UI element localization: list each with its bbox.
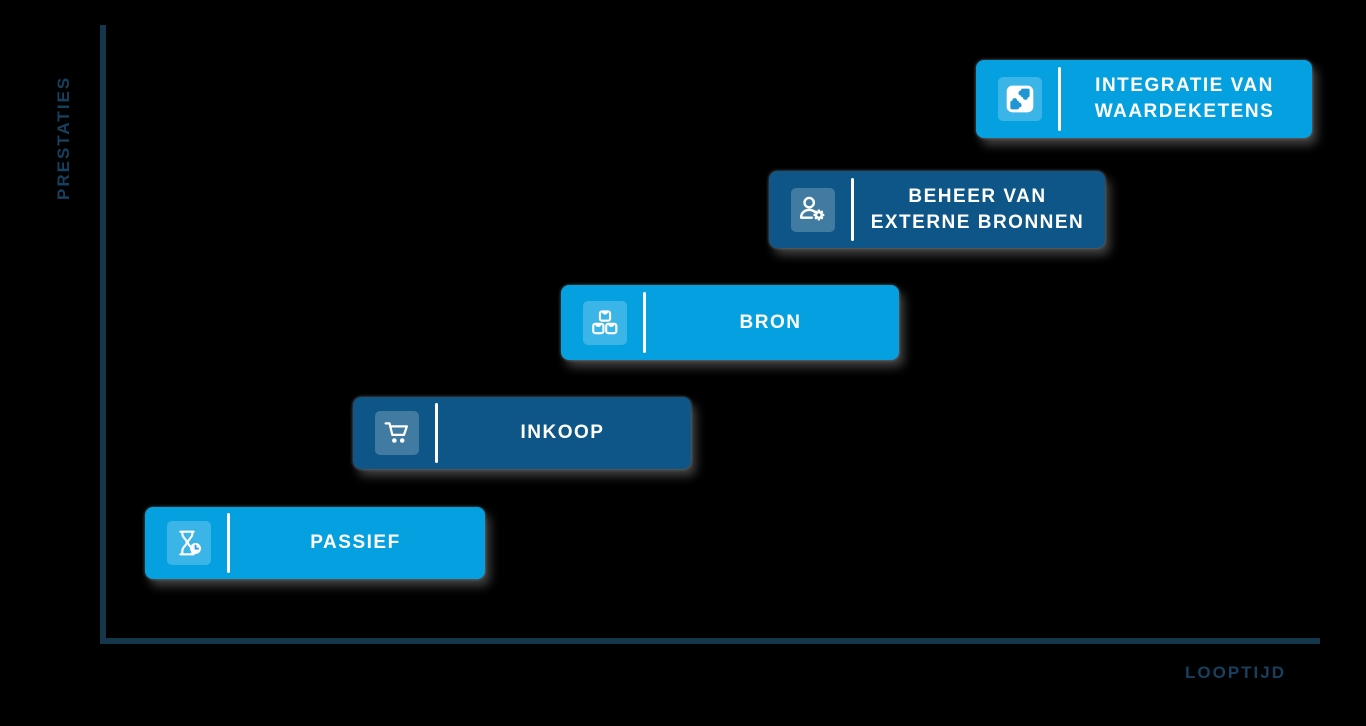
- step-label: BEHEER VAN EXTERNE BRONNEN: [870, 185, 1085, 233]
- step-bron: BRON: [561, 285, 899, 360]
- step-beheer-externe-bronnen: BEHEER VAN EXTERNE BRONNEN: [769, 171, 1105, 248]
- step-label: INKOOP: [520, 422, 605, 444]
- step-divider: [435, 403, 438, 463]
- step-divider: [643, 291, 646, 354]
- step-divider: [1058, 67, 1061, 131]
- shopping-cart-icon: [375, 411, 419, 455]
- y-axis-line: [100, 25, 106, 644]
- puzzle-integration-icon: [998, 77, 1042, 121]
- step-divider: [227, 513, 230, 573]
- y-axis-label: PRESTATIES: [54, 75, 73, 200]
- step-inkoop: INKOOP: [353, 397, 691, 469]
- step-passief: PASSIEF: [145, 507, 485, 579]
- x-axis-label: LOOPTIJD: [1185, 663, 1287, 682]
- step-label: BRON: [739, 311, 802, 333]
- step-integratie-waardeketens: INTEGRATIE VAN WAARDEKETENS: [976, 60, 1312, 138]
- boxes-icon: [583, 300, 627, 345]
- step-label: INTEGRATIE VAN WAARDEKETENS: [1094, 75, 1275, 122]
- step-label: PASSIEF: [310, 532, 401, 554]
- step-divider: [851, 177, 854, 242]
- x-axis-line: [100, 638, 1320, 644]
- user-gear-icon: [791, 187, 835, 232]
- hourglass-clock-icon: [167, 521, 211, 565]
